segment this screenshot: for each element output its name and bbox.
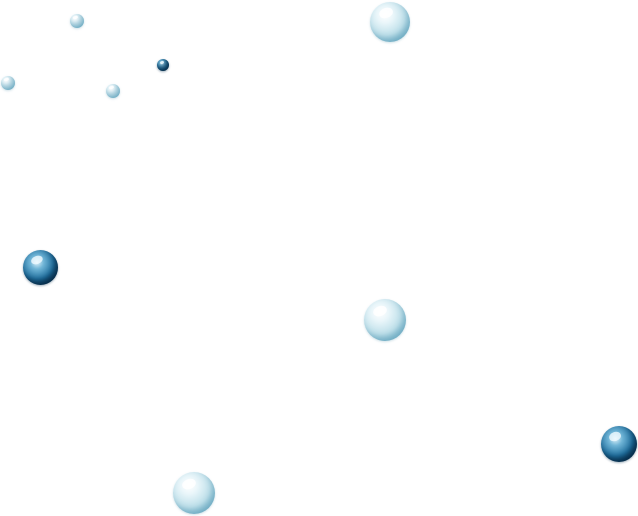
bubble-large-bottom-icon bbox=[173, 472, 215, 514]
bubble-large-top-icon bbox=[370, 2, 410, 42]
bubble-dark-left-icon bbox=[23, 250, 58, 285]
bubble-tiny-dark-icon bbox=[157, 59, 169, 71]
bubble-small-1-icon bbox=[70, 14, 84, 28]
bubble-dark-right-icon bbox=[601, 426, 637, 462]
bubble-small-left-icon bbox=[1, 76, 15, 90]
bubble-small-2-icon bbox=[106, 84, 120, 98]
bubble-large-center-icon bbox=[364, 299, 406, 341]
